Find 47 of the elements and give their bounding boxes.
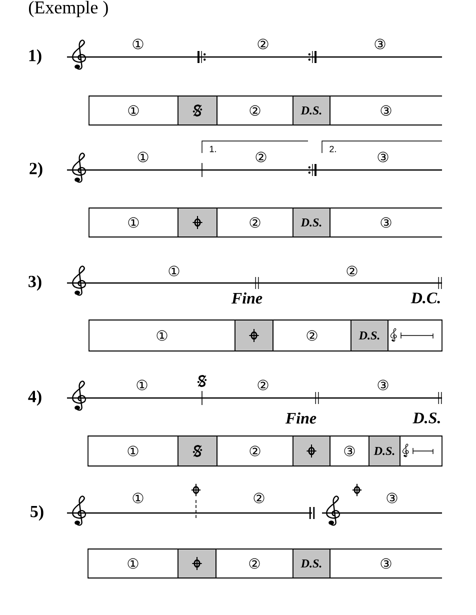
shaded-cell: D.S. <box>292 548 330 578</box>
shaded-cell <box>178 548 216 578</box>
direction-text: D.S. <box>412 412 440 424</box>
strip-cell: ① <box>88 96 178 126</box>
shaded-cell <box>178 96 218 126</box>
section-number: ① <box>132 492 144 504</box>
section-number: ② <box>258 38 268 50</box>
strip-cell: ① <box>88 548 178 578</box>
shaded-cell: D.S. <box>292 208 330 238</box>
strip-cell: ① <box>88 320 236 352</box>
strip-cell: ① <box>88 208 178 238</box>
section-number: ② <box>256 152 266 162</box>
example-number: 2) <box>30 162 42 178</box>
strip-cell: ① <box>88 436 178 466</box>
example-number: 5) <box>30 505 44 521</box>
section-number: ① <box>168 266 180 276</box>
strip-cell <box>388 320 442 352</box>
section-number: ① <box>138 152 148 162</box>
shaded-cell: D.S. <box>292 96 330 126</box>
section-number: ① <box>132 38 144 50</box>
direction-text: D.C. <box>410 292 440 304</box>
shaded-cell <box>178 208 218 238</box>
section-number: ③ <box>374 38 386 50</box>
section-number: ② <box>346 266 358 276</box>
ending-number: 2. <box>330 146 336 152</box>
strip-cell <box>400 436 442 466</box>
section-number: ② <box>254 492 264 504</box>
section-number: ② <box>258 380 268 390</box>
heading: (Exemple ) <box>28 0 108 18</box>
shaded-cell: D.S. <box>368 436 400 466</box>
direction-text: Fine <box>285 412 316 424</box>
ending-number: 1. <box>210 146 216 152</box>
strip-cell: ③ <box>330 548 442 578</box>
example-number: 3) <box>28 275 42 291</box>
example-number: 1) <box>29 49 42 65</box>
shaded-cell <box>234 320 274 352</box>
shaded-cell <box>292 436 330 466</box>
section-number: ③ <box>378 380 388 390</box>
direction-text: Fine <box>231 292 262 304</box>
shaded-cell <box>178 436 218 466</box>
shaded-cell: D.S. <box>350 320 388 352</box>
strip-cell: ③ <box>330 96 442 126</box>
section-number: ① <box>136 380 148 390</box>
section-number: ③ <box>378 152 388 162</box>
section-number: ③ <box>386 492 398 504</box>
example-number: 4) <box>28 390 42 406</box>
strip-cell: ③ <box>330 208 442 238</box>
